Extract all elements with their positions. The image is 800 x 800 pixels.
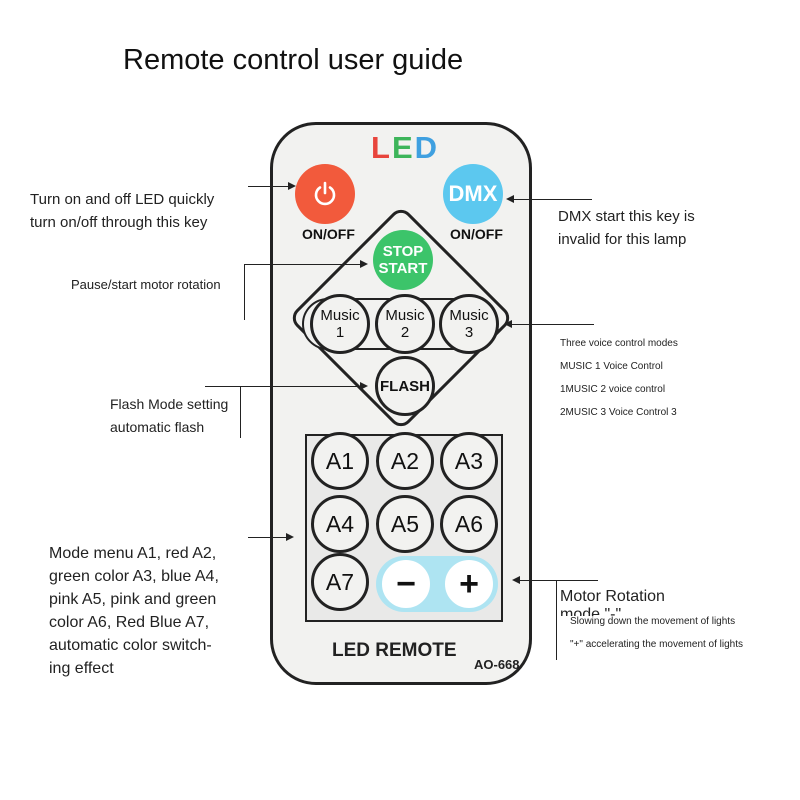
annotation-line: Three voice control modes [560,338,678,349]
annotation-line: automatic flash [110,419,205,435]
annotation-line: mode "-" [560,606,622,616]
annotation-line: DMX start this key is [558,208,695,225]
flash-button[interactable]: FLASH [375,356,435,416]
motor-annotation-title: Motor Rotation mode "-" [560,588,665,616]
logo-letter-e: E [391,130,415,165]
pause-arrow-line [244,264,362,265]
annotation-line: green color A3, blue A4, [49,568,219,585]
annotation-line: MUSIC 1 Voice Control [560,361,663,372]
mode-a2-button[interactable]: A2 [376,432,434,490]
mode-arrow-line [248,537,288,538]
led-logo: LED [371,130,439,166]
annotation-line: turn on/off through this key [30,214,208,231]
annotation-line: 1MUSIC 2 voice control [560,384,666,395]
mode-menu-annotation: Mode menu A1, red A2, green color A3, bl… [49,542,219,680]
annotation-line: Slowing down the movement of lights [570,616,736,627]
annotation-line: color A6, Red Blue A7, [49,614,210,631]
annotation-line: 2MUSIC 3 Voice Control 3 [560,407,677,418]
flash-bracket [240,386,241,438]
remote-name-label: LED REMOTE [332,640,457,661]
power-button[interactable] [295,164,355,224]
power-arrow-head [288,182,296,190]
motor-arrow-head [512,576,520,584]
dmx-button[interactable]: DMX [443,164,503,224]
annotation-line: Flash Mode setting [110,396,229,412]
annotation-line: Turn on and off LED quickly [30,191,215,208]
mode-a7-button[interactable]: A7 [311,553,369,611]
music-number: 3 [464,324,474,341]
music-3-button[interactable]: Music 3 [439,294,499,354]
speed-minus-button[interactable]: − [379,557,433,611]
annotation-line: pink A5, pink and green [49,591,217,608]
dmx-caption: ON/OFF [450,226,503,242]
pause-bracket [244,264,245,320]
mode-a1-button[interactable]: A1 [311,432,369,490]
flash-annotation: Flash Mode setting automatic flash [110,393,228,439]
power-annotation: Turn on and off LED quickly turn on/off … [30,188,214,234]
annotation-line: automatic color switch- [49,637,212,654]
speed-plus-button[interactable]: + [442,557,496,611]
dmx-arrow-line [512,199,592,200]
logo-letter-l: L [371,130,392,165]
annotation-line: Mode menu A1, red A2, [49,545,217,562]
start-label: START [378,260,428,277]
logo-letter-d: D [414,130,440,165]
annotation-line: ing effect [49,660,114,677]
model-label: AO-668 [474,657,520,672]
annotation-line: Motor Rotation [560,588,665,605]
motor-bracket [556,580,557,660]
power-arrow-line [248,186,290,187]
voice-arrow-head [504,320,512,328]
mode-a4-button[interactable]: A4 [311,495,369,553]
music-1-button[interactable]: Music 1 [310,294,370,354]
music-label: Music [385,307,425,324]
annotation-line: invalid for this lamp [558,231,687,248]
pause-annotation: Pause/start motor rotation [71,277,221,292]
dmx-arrow-head [506,195,514,203]
flash-arrow-head [360,382,368,390]
stop-start-button[interactable]: STOP START [373,230,433,290]
mode-a5-button[interactable]: A5 [376,495,434,553]
annotation-line: "+" accelerating the movement of lights [570,639,744,650]
power-caption: ON/OFF [302,226,355,242]
mode-a6-button[interactable]: A6 [440,495,498,553]
power-icon [314,181,336,206]
pause-arrow-head [360,260,368,268]
stop-label: STOP [382,243,424,260]
motor-arrow-line [518,580,598,581]
dmx-annotation: DMX start this key is invalid for this l… [558,205,695,251]
music-label: Music [320,307,360,324]
voice-annotation: Three voice control modes MUSIC 1 Voice … [560,332,678,424]
music-number: 2 [400,324,410,341]
motor-annotation: Slowing down the movement of lights "+" … [570,610,743,656]
mode-a3-button[interactable]: A3 [440,432,498,490]
mode-arrow-head [286,533,294,541]
music-label: Music [449,307,489,324]
music-number: 1 [335,324,345,341]
page-title: Remote control user guide [123,44,464,76]
flash-arrow-line [205,386,362,387]
voice-arrow-line [510,324,594,325]
music-2-button[interactable]: Music 2 [375,294,435,354]
